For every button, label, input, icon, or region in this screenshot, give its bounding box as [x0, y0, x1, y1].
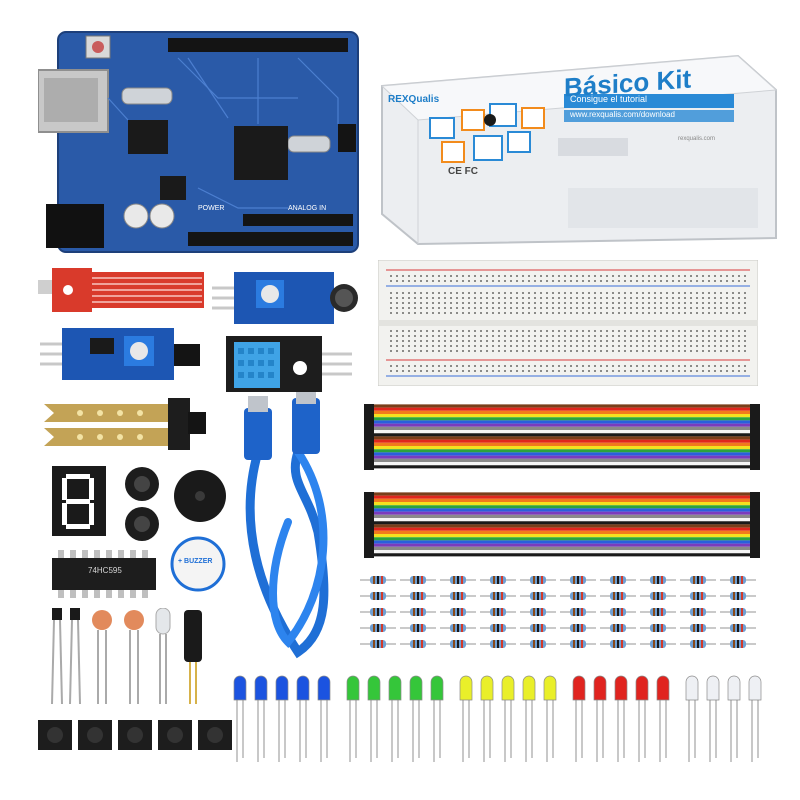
led-row	[233, 675, 762, 762]
led-blue	[254, 675, 268, 701]
led-green	[367, 675, 381, 701]
buzzer-label: + BUZZER	[178, 558, 213, 565]
box-cert: CE FC	[448, 166, 478, 177]
led-white	[748, 675, 762, 701]
led-green	[388, 675, 402, 701]
active-buzzer	[174, 470, 226, 522]
dht11-sensor-module	[226, 336, 352, 392]
passive-buzzer: + BUZZER	[170, 536, 226, 592]
jumper-wires-bundle-1	[364, 404, 760, 470]
led-red	[572, 675, 586, 701]
led-blue	[296, 675, 310, 701]
led-blue	[233, 675, 247, 701]
potentiometer-2	[125, 507, 159, 541]
led-yellow	[543, 675, 557, 701]
analog-label: ANALOG IN	[288, 205, 326, 212]
led-blue	[317, 675, 331, 701]
sound-sensor-module	[212, 272, 358, 324]
power-label: POWER	[198, 205, 224, 212]
led-red	[635, 675, 649, 701]
box-link: www.rexqualis.com/download	[570, 110, 675, 119]
seven-segment-display	[52, 466, 106, 536]
shift-register-chip: 74HC595	[52, 550, 160, 598]
soil-moisture-sensor	[44, 398, 206, 450]
thermistor	[51, 608, 63, 705]
potentiometer-1	[125, 467, 159, 501]
box-side-note: rexqualis.com	[678, 136, 716, 142]
led-white	[706, 675, 720, 701]
arduino-uno-board: POWER ANALOG IN	[38, 31, 359, 253]
water-level-sensor	[38, 268, 204, 312]
box-brand: REXQualis	[388, 94, 440, 105]
box-subtitle: Consigue el tutorial	[570, 94, 648, 104]
led-white	[685, 675, 699, 701]
led-red	[593, 675, 607, 701]
led-yellow	[522, 675, 536, 701]
jumper-wires-bundle-2	[364, 492, 760, 558]
led-yellow	[501, 675, 515, 701]
push-buttons	[36, 716, 236, 756]
led-red	[656, 675, 670, 701]
led-white	[727, 675, 741, 701]
led-green	[346, 675, 360, 701]
discrete-sensors	[51, 608, 202, 705]
led-yellow	[459, 675, 473, 701]
resistors	[360, 576, 756, 648]
led-green	[409, 675, 423, 701]
breadboard	[378, 260, 758, 386]
rain-sensor-module	[40, 328, 200, 380]
kit-box: REXQualis Básico Kit Consigue el tutoria…	[378, 38, 778, 248]
led-green	[430, 675, 444, 701]
led-blue	[275, 675, 289, 701]
led-yellow	[480, 675, 494, 701]
led-red	[614, 675, 628, 701]
usb-cable	[244, 392, 329, 659]
chip-label: 74HC595	[88, 566, 122, 575]
